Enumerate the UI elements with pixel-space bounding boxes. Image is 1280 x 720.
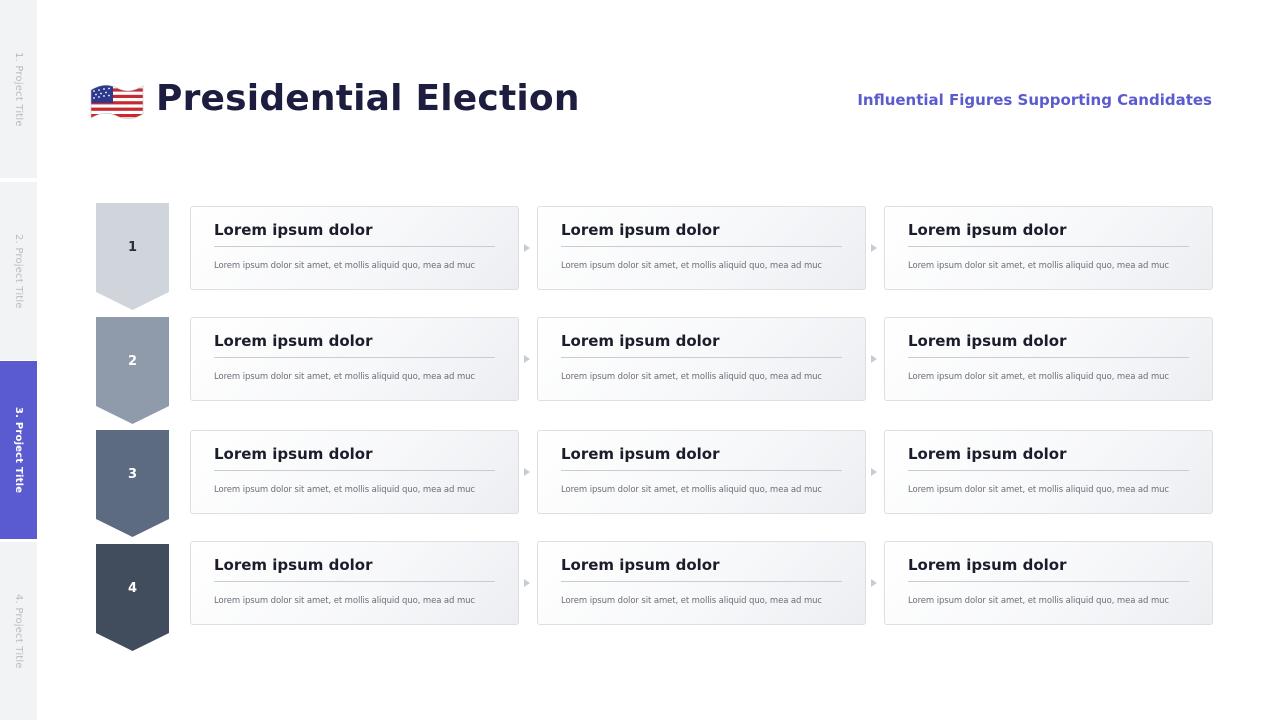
step-badge-2: 2 [96, 317, 169, 424]
card-title: Lorem ipsum dolor [214, 221, 373, 239]
side-nav: 1. Project Title 2. Project Title 3. Pro… [0, 0, 37, 720]
us-flag-icon [90, 84, 144, 120]
card-divider [214, 581, 495, 582]
card-divider [561, 246, 842, 247]
card-divider [908, 246, 1189, 247]
nav-tab-label: 4. Project Title [13, 593, 24, 669]
info-card: Lorem ipsum dolor Lorem ipsum dolor sit … [190, 541, 519, 625]
card-title: Lorem ipsum dolor [561, 556, 720, 574]
card-description: Lorem ipsum dolor sit amet, et mollis al… [908, 372, 1169, 382]
card-divider [214, 470, 495, 471]
card-divider [908, 357, 1189, 358]
arrow-right-icon [871, 355, 877, 363]
arrow-right-icon [524, 244, 530, 252]
step-number: 4 [127, 581, 138, 596]
arrow-right-icon [524, 579, 530, 587]
step-number: 1 [127, 240, 138, 255]
card-title: Lorem ipsum dolor [908, 556, 1067, 574]
card-title: Lorem ipsum dolor [214, 445, 373, 463]
card-title: Lorem ipsum dolor [214, 332, 373, 350]
info-card: Lorem ipsum dolor Lorem ipsum dolor sit … [884, 317, 1213, 401]
card-divider [561, 470, 842, 471]
page-title: Presidential Election [156, 78, 580, 119]
info-card: Lorem ipsum dolor Lorem ipsum dolor sit … [537, 430, 866, 514]
card-title: Lorem ipsum dolor [561, 221, 720, 239]
nav-tab-4[interactable]: 4. Project Title [0, 542, 37, 720]
card-divider [561, 357, 842, 358]
card-description: Lorem ipsum dolor sit amet, et mollis al… [561, 261, 822, 271]
info-card: Lorem ipsum dolor Lorem ipsum dolor sit … [884, 541, 1213, 625]
card-title: Lorem ipsum dolor [561, 445, 720, 463]
arrow-right-icon [871, 579, 877, 587]
card-title: Lorem ipsum dolor [908, 221, 1067, 239]
card-divider [908, 581, 1189, 582]
card-divider [214, 246, 495, 247]
nav-tab-label: 3. Project Title [13, 406, 24, 494]
arrow-right-icon [871, 244, 877, 252]
card-description: Lorem ipsum dolor sit amet, et mollis al… [214, 261, 475, 271]
info-card: Lorem ipsum dolor Lorem ipsum dolor sit … [537, 317, 866, 401]
info-card: Lorem ipsum dolor Lorem ipsum dolor sit … [190, 206, 519, 290]
card-title: Lorem ipsum dolor [214, 556, 373, 574]
info-card: Lorem ipsum dolor Lorem ipsum dolor sit … [537, 541, 866, 625]
step-badge-1: 1 [96, 203, 169, 310]
card-title: Lorem ipsum dolor [908, 445, 1067, 463]
card-divider [214, 357, 495, 358]
card-description: Lorem ipsum dolor sit amet, et mollis al… [908, 261, 1169, 271]
card-description: Lorem ipsum dolor sit amet, et mollis al… [561, 485, 822, 495]
step-badge-3: 3 [96, 430, 169, 537]
nav-tab-label: 2. Project Title [13, 233, 24, 309]
card-title: Lorem ipsum dolor [561, 332, 720, 350]
card-divider [561, 581, 842, 582]
nav-tab-label: 1. Project Title [13, 51, 24, 127]
nav-tab-2[interactable]: 2. Project Title [0, 182, 37, 360]
card-description: Lorem ipsum dolor sit amet, et mollis al… [561, 372, 822, 382]
step-number: 3 [127, 467, 138, 482]
page-subtitle: Influential Figures Supporting Candidate… [857, 91, 1212, 109]
card-description: Lorem ipsum dolor sit amet, et mollis al… [908, 485, 1169, 495]
info-card: Lorem ipsum dolor Lorem ipsum dolor sit … [884, 430, 1213, 514]
info-card: Lorem ipsum dolor Lorem ipsum dolor sit … [884, 206, 1213, 290]
info-card: Lorem ipsum dolor Lorem ipsum dolor sit … [190, 430, 519, 514]
info-card: Lorem ipsum dolor Lorem ipsum dolor sit … [537, 206, 866, 290]
step-number: 2 [127, 354, 138, 369]
nav-tab-3[interactable]: 3. Project Title [0, 361, 37, 539]
card-description: Lorem ipsum dolor sit amet, et mollis al… [908, 596, 1169, 606]
card-description: Lorem ipsum dolor sit amet, et mollis al… [214, 596, 475, 606]
card-title: Lorem ipsum dolor [908, 332, 1067, 350]
card-description: Lorem ipsum dolor sit amet, et mollis al… [561, 596, 822, 606]
arrow-right-icon [524, 468, 530, 476]
arrow-right-icon [524, 355, 530, 363]
info-card: Lorem ipsum dolor Lorem ipsum dolor sit … [190, 317, 519, 401]
arrow-right-icon [871, 468, 877, 476]
step-badge-4: 4 [96, 544, 169, 651]
card-description: Lorem ipsum dolor sit amet, et mollis al… [214, 485, 475, 495]
card-divider [908, 470, 1189, 471]
nav-tab-1[interactable]: 1. Project Title [0, 0, 37, 178]
card-description: Lorem ipsum dolor sit amet, et mollis al… [214, 372, 475, 382]
